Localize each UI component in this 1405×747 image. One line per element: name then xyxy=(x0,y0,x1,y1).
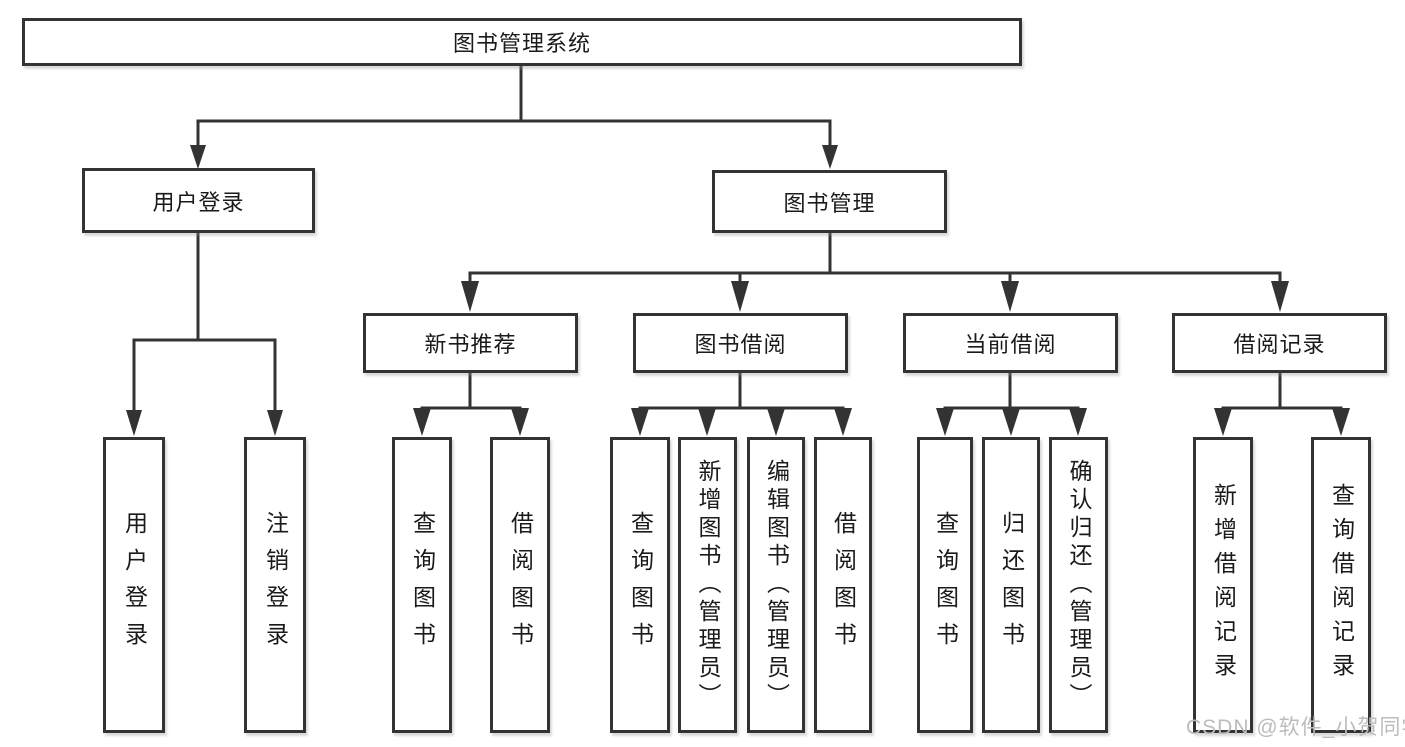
node-borrow-record: 借阅记录 xyxy=(1172,313,1387,373)
node-new-book-recommend: 新书推荐 xyxy=(363,313,578,373)
node-book-borrow: 图书借阅 xyxy=(633,313,848,373)
leaf-record-query: 查询借阅记录 xyxy=(1311,437,1371,733)
leaf-current-confirm-return-admin: 确认归还（管理员） xyxy=(1049,437,1108,733)
leaf-borrow-query-book-label: 查询图书 xyxy=(627,511,654,659)
leaf-current-confirm-return-admin-label: 确认归还（管理员） xyxy=(1066,459,1092,711)
leaf-borrow-query-book: 查询图书 xyxy=(610,437,670,733)
node-user-login: 用户登录 xyxy=(82,168,315,233)
leaf-record-add: 新增借阅记录 xyxy=(1193,437,1253,733)
leaf-current-query-book-label: 查询图书 xyxy=(932,511,959,659)
leaf-borrow-edit-book-admin: 编辑图书（管理员） xyxy=(747,437,805,733)
leaf-recommend-query-book: 查询图书 xyxy=(392,437,452,733)
leaf-borrow-edit-book-admin-label: 编辑图书（管理员） xyxy=(763,459,790,711)
leaf-recommend-borrow-book-label: 借阅图书 xyxy=(507,511,534,659)
leaf-recommend-borrow-book: 借阅图书 xyxy=(490,437,550,733)
leaf-recommend-query-book-label: 查询图书 xyxy=(409,511,436,659)
node-book-management-label: 图书管理 xyxy=(783,190,876,216)
leaf-record-add-label: 新增借阅记录 xyxy=(1210,483,1237,687)
leaf-borrow-add-book-admin: 新增图书（管理员） xyxy=(678,437,737,733)
watermark: CSDN @软件_小贺同学 xyxy=(1186,716,1405,739)
node-root-label: 图书管理系统 xyxy=(452,31,591,56)
node-book-management: 图书管理 xyxy=(712,170,947,233)
leaf-current-query-book: 查询图书 xyxy=(917,437,973,733)
leaf-borrow-borrow-book-label: 借阅图书 xyxy=(830,511,857,659)
leaf-borrow-add-book-admin-label: 新增图书（管理员） xyxy=(695,459,721,711)
leaf-user-login: 用户登录 xyxy=(103,437,165,733)
node-borrow-record-label: 借阅记录 xyxy=(1233,332,1326,357)
node-new-book-recommend-label: 新书推荐 xyxy=(424,332,517,357)
leaf-user-login-label: 用户登录 xyxy=(121,511,148,659)
node-root: 图书管理系统 xyxy=(22,18,1022,66)
leaf-borrow-borrow-book: 借阅图书 xyxy=(814,437,872,733)
leaf-logout: 注销登录 xyxy=(244,437,306,733)
leaf-current-return-book: 归还图书 xyxy=(982,437,1040,733)
node-current-borrow-label: 当前借阅 xyxy=(964,332,1057,357)
leaf-current-return-book-label: 归还图书 xyxy=(998,511,1025,659)
node-current-borrow: 当前借阅 xyxy=(903,313,1118,373)
leaf-logout-label: 注销登录 xyxy=(262,511,289,659)
leaf-record-query-label: 查询借阅记录 xyxy=(1328,483,1355,687)
node-user-login-label: 用户登录 xyxy=(152,189,245,215)
node-book-borrow-label: 图书借阅 xyxy=(694,332,787,357)
